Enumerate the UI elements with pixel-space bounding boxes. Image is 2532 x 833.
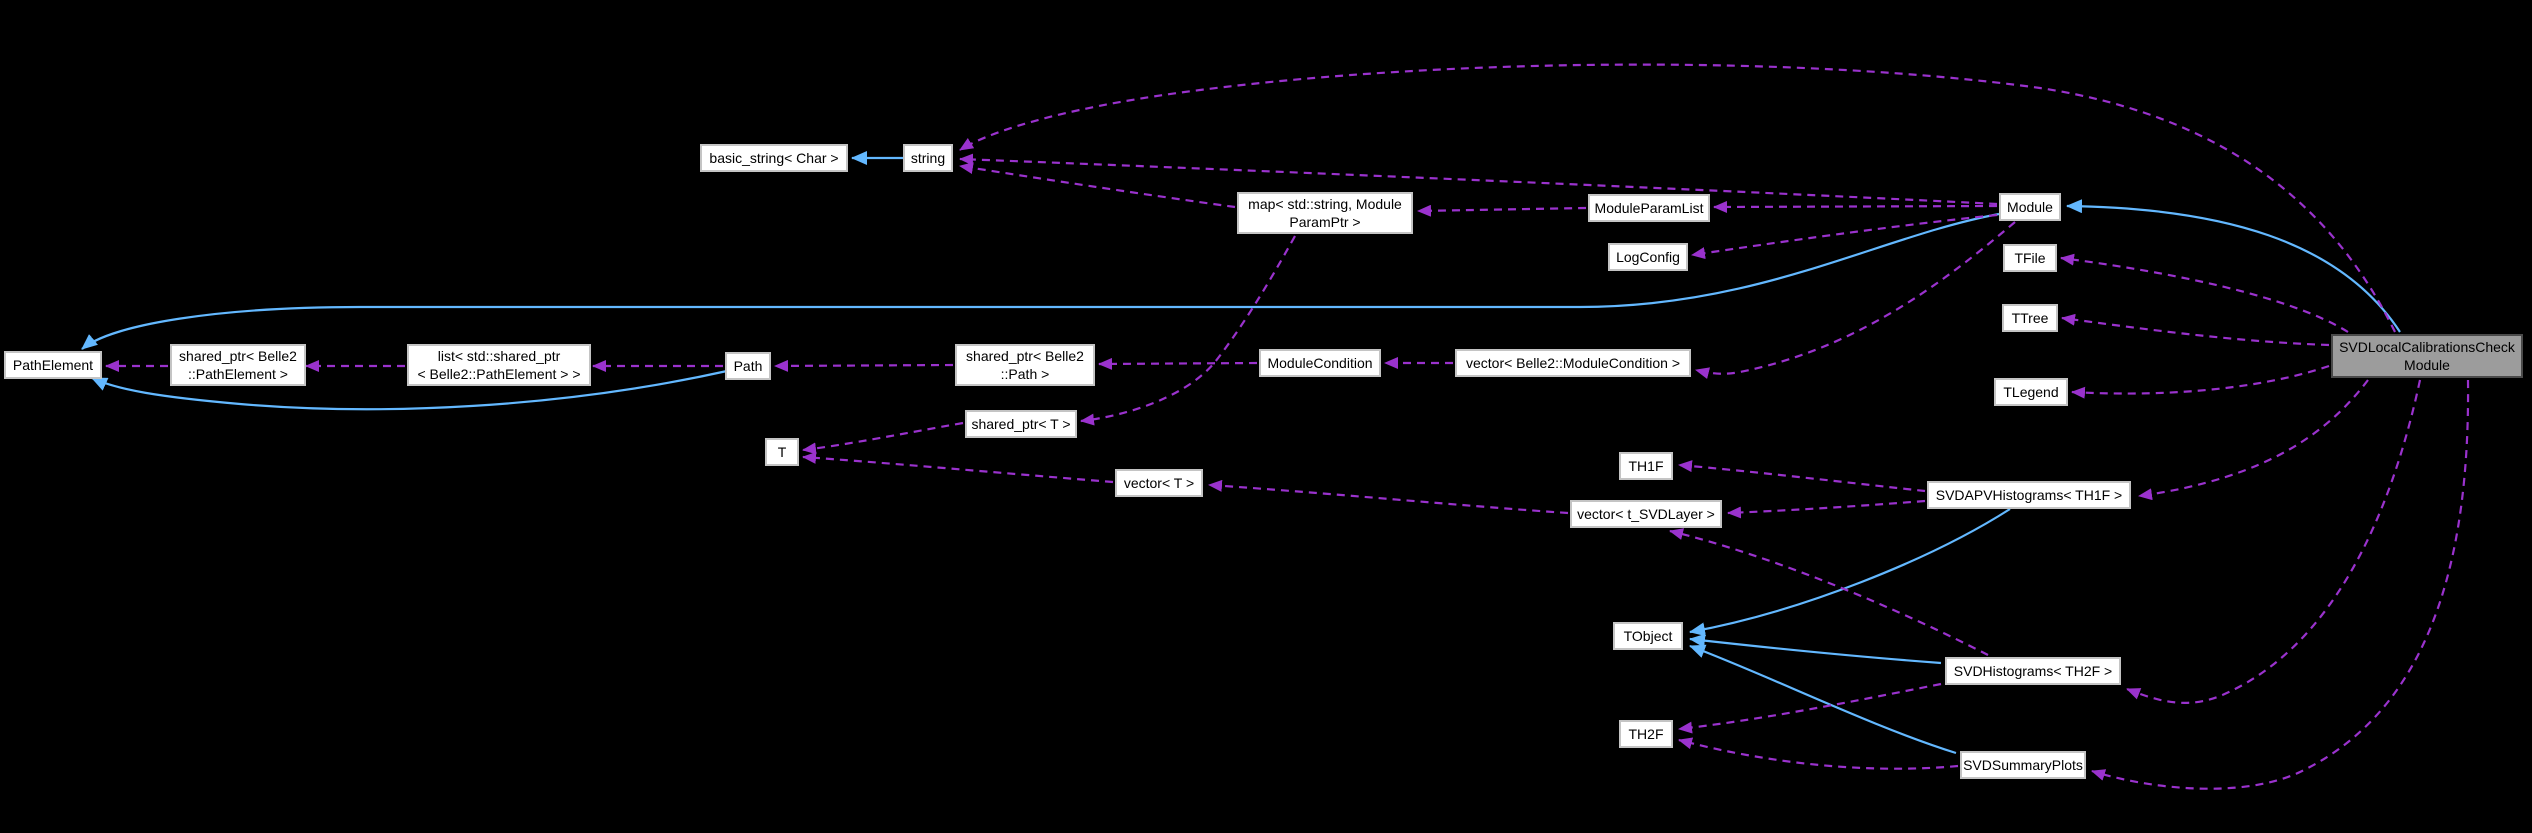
node-shared-ptr-path-element[interactable]: shared_ptr< Belle2 ::PathElement > xyxy=(170,344,306,386)
edge-svdapv-th1f xyxy=(1678,460,1926,493)
edge-module_condition-sp_path xyxy=(1098,357,1258,370)
edge-vector_t-t xyxy=(802,451,1114,484)
edge-map_param-string xyxy=(959,162,1236,209)
node-th1f[interactable]: TH1F xyxy=(1619,452,1673,480)
node-vector-svd-layer[interactable]: vector< t_SVDLayer > xyxy=(1570,500,1722,528)
edge-vector_layer-vector_t xyxy=(1208,479,1569,515)
node-string[interactable]: string xyxy=(903,144,953,172)
node-shared-ptr-t[interactable]: shared_ptr< T > xyxy=(965,410,1077,438)
edge-path-path_element xyxy=(91,369,728,411)
node-tfile[interactable]: TFile xyxy=(2003,244,2057,272)
edge-svdsummary-tobject xyxy=(1689,644,1957,755)
node-map-param[interactable]: map< std::string, Module ParamPtr > xyxy=(1237,192,1413,234)
node-module[interactable]: Module xyxy=(1999,193,2061,221)
node-path-element[interactable]: PathElement xyxy=(4,351,102,379)
node-svdapv-histograms[interactable]: SVDAPVHistograms< TH1F > xyxy=(1927,481,2131,509)
edge-svdlocal-svdhist xyxy=(2126,379,2422,704)
edge-svdsummary-th2f xyxy=(1678,737,1959,770)
edge-module-module_param_list xyxy=(1713,200,1998,213)
node-th2f[interactable]: TH2F xyxy=(1619,720,1673,748)
node-tlegend[interactable]: TLegend xyxy=(1994,378,2068,406)
edge-svdlocal-svdapv xyxy=(2138,379,2369,501)
edge-svdhist-tobject xyxy=(1689,633,1942,665)
edge-svdlocal-module xyxy=(2066,199,2401,333)
node-ttree[interactable]: TTree xyxy=(2002,304,2058,332)
edge-module-string xyxy=(959,153,1998,206)
edge-sp_t-t xyxy=(802,421,964,455)
edge-svdlocal-tlegend xyxy=(2071,364,2330,399)
node-vector-t[interactable]: vector< T > xyxy=(1115,469,1203,497)
node-svd-summary-plots[interactable]: SVDSummaryPlots xyxy=(1960,751,2086,779)
node-tobject[interactable]: TObject xyxy=(1613,622,1683,650)
node-path[interactable]: Path xyxy=(725,352,771,380)
edge-svdlocal-svdsummary xyxy=(2091,379,2470,790)
node-svd-histograms[interactable]: SVDHistograms< TH2F > xyxy=(1945,657,2121,685)
node-shared-ptr-path[interactable]: shared_ptr< Belle2 ::Path > xyxy=(955,344,1095,386)
edge-module-vector_mc xyxy=(1695,221,2016,379)
edge-svdlocal-tfile xyxy=(2060,253,2349,333)
edge-svdlocal-ttree xyxy=(2061,313,2330,347)
node-basic-string[interactable]: basic_string< Char > xyxy=(700,144,848,172)
edge-sp_path-path xyxy=(774,359,954,372)
edge-map_param-sp_t xyxy=(1080,235,1296,426)
node-list-shared-ptr[interactable]: list< std::shared_ptr < Belle2::PathElem… xyxy=(407,344,591,386)
edge-svdhist-vector_layer xyxy=(1669,528,1989,656)
edge-module_param_list-map_param xyxy=(1417,204,1587,217)
edge-module-path_element xyxy=(81,212,2000,350)
edge-svdapv-tobject xyxy=(1689,508,2011,637)
edge-svdlocal-string xyxy=(959,63,2396,333)
node-t[interactable]: T xyxy=(765,438,799,466)
edge-svdhist-th2f xyxy=(1678,682,1942,734)
node-vector-module-condition[interactable]: vector< Belle2::ModuleCondition > xyxy=(1455,349,1691,377)
node-svd-local-calibrations-check-module[interactable]: SVDLocalCalibrationsCheck Module xyxy=(2331,334,2523,378)
edge-svdapv-vector_layer xyxy=(1727,499,1926,519)
edge-module-log_config xyxy=(1691,213,1998,260)
node-module-condition[interactable]: ModuleCondition xyxy=(1259,349,1381,377)
node-log-config[interactable]: LogConfig xyxy=(1608,243,1688,271)
node-module-param-list[interactable]: ModuleParamList xyxy=(1588,194,1710,222)
